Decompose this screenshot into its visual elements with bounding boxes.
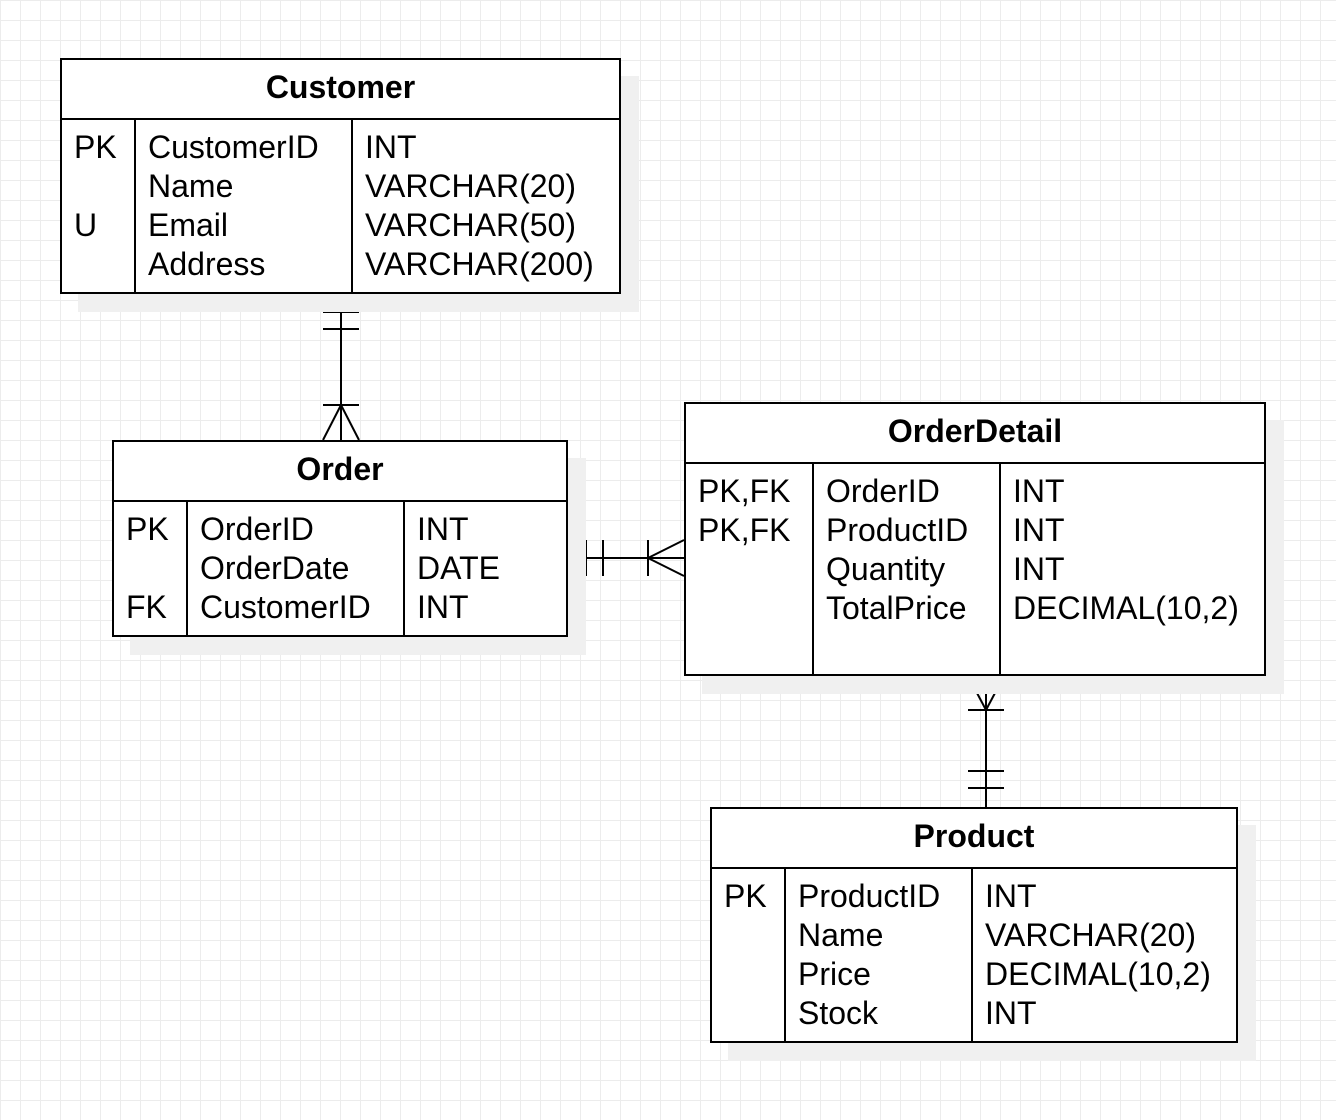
attribute-type: VARCHAR(20) [365,168,576,204]
crowfoot-prong [985,675,1005,711]
crowfoot-prong [647,539,685,559]
key-column: PK FK [114,502,169,637]
key-cell: PK [724,878,767,914]
key-cell [74,167,117,206]
attribute-type: INT [985,995,1037,1031]
attribute-type-column: INT VARCHAR(20) DECIMAL(10,2) INT [971,869,1236,1043]
key-cell [74,245,117,284]
attribute-name: OrderID [826,473,940,509]
attribute-type: INT [1013,512,1065,548]
attribute-name-column: OrderID ProductID Quantity TotalPrice [812,464,968,676]
entity-order[interactable]: Order PK FK OrderID OrderDate CustomerID… [112,440,568,637]
key-cell: PK [126,511,169,547]
key-cell: PK [74,129,117,165]
attribute-name: Email [148,207,229,243]
attribute-name: ProductID [826,512,969,548]
key-column: PK,FK PK,FK [686,464,790,676]
entity-title: OrderDetail [686,404,1264,464]
relationship-orderdetail-product[interactable] [967,675,1005,807]
key-cell [724,994,767,1033]
attribute-type-column: INT INT INT DECIMAL(10,2) [999,464,1264,676]
crowfoot-prong [967,675,987,711]
attribute-name: Price [798,956,871,992]
relationship-customer-order[interactable] [322,294,360,441]
key-cell: PK,FK [698,473,791,509]
attribute-name-column: CustomerID Name Email Address [134,120,319,294]
entity-body: PK FK OrderID OrderDate CustomerID INT D… [114,502,566,637]
attribute-name: OrderID [200,511,314,547]
key-cell: U [74,207,98,243]
entity-customer[interactable]: Customer PK U CustomerID Name Email Addr… [60,58,621,294]
attribute-type: DATE [417,550,500,586]
crowfoot-prong [322,404,342,441]
key-cell [698,589,790,628]
attribute-name: Quantity [826,551,946,587]
attribute-type: INT [365,129,417,165]
key-column: PK U [62,120,117,294]
attribute-type: VARCHAR(200) [365,246,594,282]
entity-title: Product [712,809,1236,869]
attribute-type-column: INT VARCHAR(20) VARCHAR(50) VARCHAR(200) [351,120,619,294]
crowfoot-prong [647,557,685,577]
attribute-type: INT [1013,551,1065,587]
attribute-name: OrderDate [200,550,350,586]
entity-orderdetail[interactable]: OrderDetail PK,FK PK,FK OrderID ProductI… [684,402,1266,676]
entity-title: Customer [62,60,619,120]
key-cell [698,550,790,589]
attribute-type: DECIMAL(10,2) [1013,590,1239,626]
attribute-name-column: ProductID Name Price Stock [784,869,940,1043]
attribute-type: VARCHAR(20) [985,917,1196,953]
attribute-type: VARCHAR(50) [365,207,576,243]
attribute-type: INT [417,511,469,547]
entity-body: PK ProductID Name Price Stock INT VARCHA… [712,869,1236,1043]
relationship-order-orderdetail[interactable] [568,539,685,577]
attribute-name: ProductID [798,878,941,914]
crowfoot-prong [340,404,360,441]
attribute-type: INT [985,878,1037,914]
attribute-name: Name [798,917,884,953]
attribute-name: Stock [798,995,879,1031]
attribute-type: INT [1013,473,1065,509]
key-cell [724,916,767,955]
entity-title: Order [114,442,566,502]
entity-body: PK,FK PK,FK OrderID ProductID Quantity T… [686,464,1264,676]
attribute-name: Address [148,246,266,282]
key-cell [724,955,767,994]
attribute-type: INT [417,589,469,625]
attribute-name-column: OrderID OrderDate CustomerID [186,502,371,637]
key-cell [126,549,169,588]
attribute-type: DECIMAL(10,2) [985,956,1211,992]
key-cell: PK,FK [698,512,791,548]
key-column: PK [712,869,767,1043]
attribute-name: Name [148,168,234,204]
key-cell: FK [126,589,167,625]
attribute-name: CustomerID [200,589,371,625]
attribute-name: CustomerID [148,129,319,165]
entity-product[interactable]: Product PK ProductID Name Price Stock IN… [710,807,1238,1043]
attribute-type-column: INT DATE INT [403,502,566,637]
attribute-name: TotalPrice [826,590,967,626]
entity-body: PK U CustomerID Name Email Address INT V… [62,120,619,294]
